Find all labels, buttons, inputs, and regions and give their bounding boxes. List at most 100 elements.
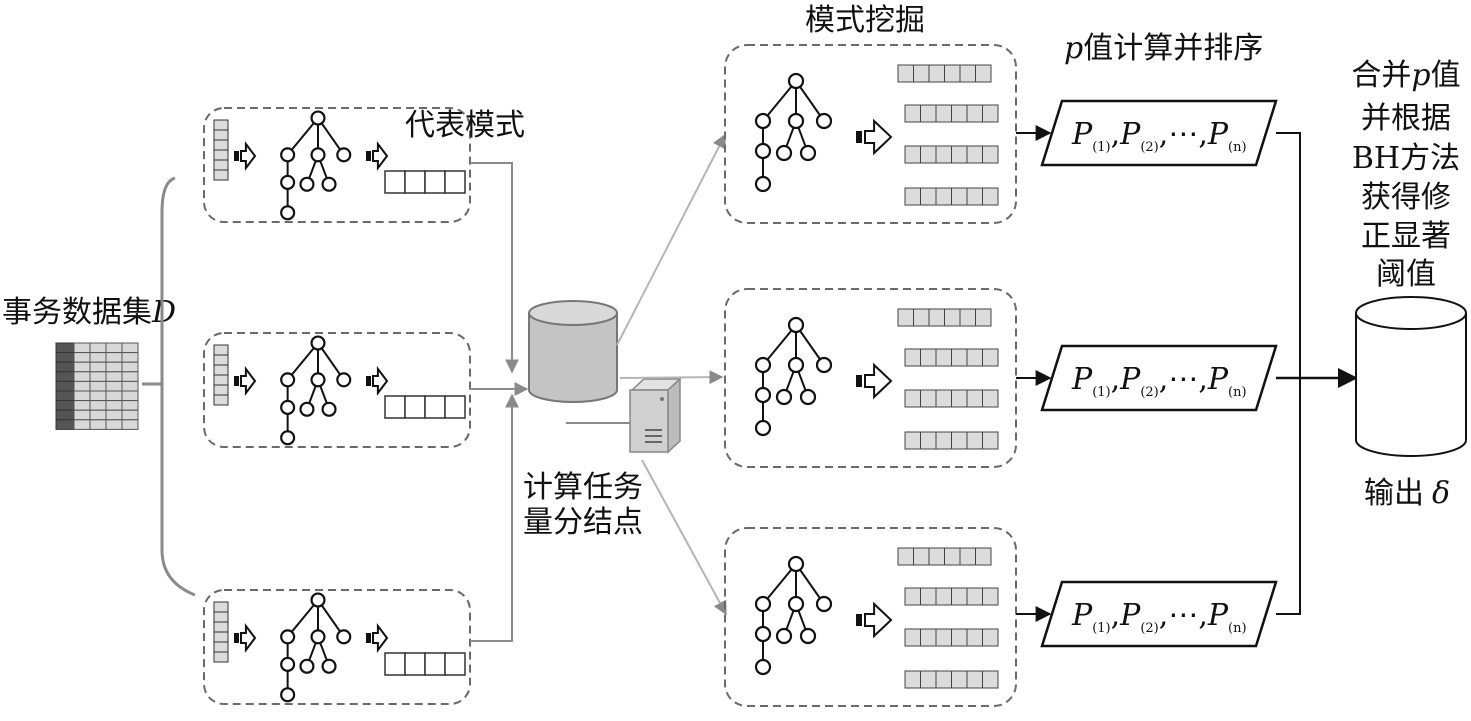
tree-node <box>310 335 326 351</box>
tree-icon <box>280 110 352 221</box>
output-arrow-icon <box>366 623 389 653</box>
table-cell <box>73 390 91 402</box>
cell <box>951 431 968 450</box>
pvalue-frame <box>1040 580 1278 648</box>
tree-node <box>280 399 296 415</box>
cell <box>920 670 937 689</box>
output-arrow-icon <box>856 601 893 639</box>
table-cell <box>121 371 139 382</box>
cell <box>959 308 976 327</box>
cell <box>982 348 999 367</box>
cell <box>935 348 952 367</box>
cell <box>935 431 952 450</box>
tree-icon <box>280 592 352 703</box>
tree-node <box>310 592 326 608</box>
table-cell <box>105 390 123 402</box>
partition-group <box>203 332 471 448</box>
cell <box>213 601 229 613</box>
cell <box>928 64 945 83</box>
cell <box>959 547 976 566</box>
cell <box>213 119 229 131</box>
table-cell <box>89 342 107 354</box>
pvalue-box: P(1),P(2),⋯,P(n) <box>1016 344 1278 412</box>
table-cell <box>121 342 139 354</box>
arrow-head <box>372 141 389 171</box>
arrow-head <box>864 118 893 156</box>
tree-edge <box>286 342 319 381</box>
cell <box>951 145 968 164</box>
cell <box>913 64 930 83</box>
cell <box>966 670 983 689</box>
cell <box>982 145 999 164</box>
cell <box>966 389 983 408</box>
svg-text:事务数据集D: 事务数据集D <box>2 295 176 330</box>
representative-label: 代表模式 <box>405 108 525 143</box>
cell <box>424 652 446 676</box>
cell <box>904 587 921 606</box>
tree-node <box>787 316 805 334</box>
arrow-stem <box>234 151 239 161</box>
output-cylinder <box>1355 296 1467 457</box>
tree-edge <box>762 563 797 605</box>
cell <box>935 389 952 408</box>
svg-text:正显著: 正显著 <box>1361 219 1451 254</box>
server-icon <box>566 377 682 454</box>
cell <box>920 145 937 164</box>
pvalue-frame <box>1040 99 1278 167</box>
tree-edge <box>795 324 825 366</box>
output-arrow-icon <box>234 366 257 396</box>
cell <box>935 145 952 164</box>
partition-frame <box>203 332 471 448</box>
tree-node <box>775 388 793 406</box>
arrow-head <box>864 601 893 639</box>
cell <box>213 364 229 376</box>
svg-text:p值计算并排序: p值计算并排序 <box>1064 31 1263 66</box>
svg-text:BH方法: BH方法 <box>1352 141 1460 176</box>
cell <box>966 187 983 206</box>
partition-group <box>203 589 471 705</box>
tree-node <box>299 658 315 674</box>
cell <box>213 374 229 386</box>
cell <box>904 670 921 689</box>
mining-frame <box>724 527 1017 707</box>
cell <box>982 670 999 689</box>
table-cell <box>89 400 107 411</box>
table-cell <box>73 342 91 354</box>
tree-node <box>775 627 793 645</box>
pvalue-title: p值计算并排序 <box>1064 31 1263 66</box>
cell <box>897 547 914 566</box>
tree-node <box>310 147 326 163</box>
cell <box>920 628 937 647</box>
svg-text:获得修: 获得修 <box>1361 180 1451 215</box>
table-cell <box>55 380 75 392</box>
cell <box>904 431 921 450</box>
cell <box>384 395 406 419</box>
mining-label: 模式挖掘 <box>805 3 925 38</box>
cell <box>444 652 466 676</box>
cell <box>944 547 961 566</box>
fanout-bottom <box>641 459 727 616</box>
cell <box>982 431 999 450</box>
cell <box>966 628 983 647</box>
table-cell <box>73 400 91 411</box>
cell <box>913 308 930 327</box>
tree-node <box>299 401 315 417</box>
cell <box>935 587 952 606</box>
cell <box>951 104 968 123</box>
cell <box>951 670 968 689</box>
cell <box>424 170 446 194</box>
cell <box>966 431 983 450</box>
mining-frame <box>724 44 1017 224</box>
tree-node <box>280 174 296 190</box>
table-cell <box>73 361 91 373</box>
merge-description: 合并p值 并根据 BH方法 获得修 正显著 阈值 <box>1351 58 1460 292</box>
cell <box>951 628 968 647</box>
table-cell <box>55 400 75 411</box>
tree-node <box>280 656 296 672</box>
table-cell <box>121 380 139 392</box>
fanout-mid <box>619 370 724 385</box>
merge-line <box>1276 132 1301 615</box>
arrow-head <box>240 623 257 653</box>
tree-node <box>754 386 772 404</box>
arrow-stem <box>366 151 371 161</box>
